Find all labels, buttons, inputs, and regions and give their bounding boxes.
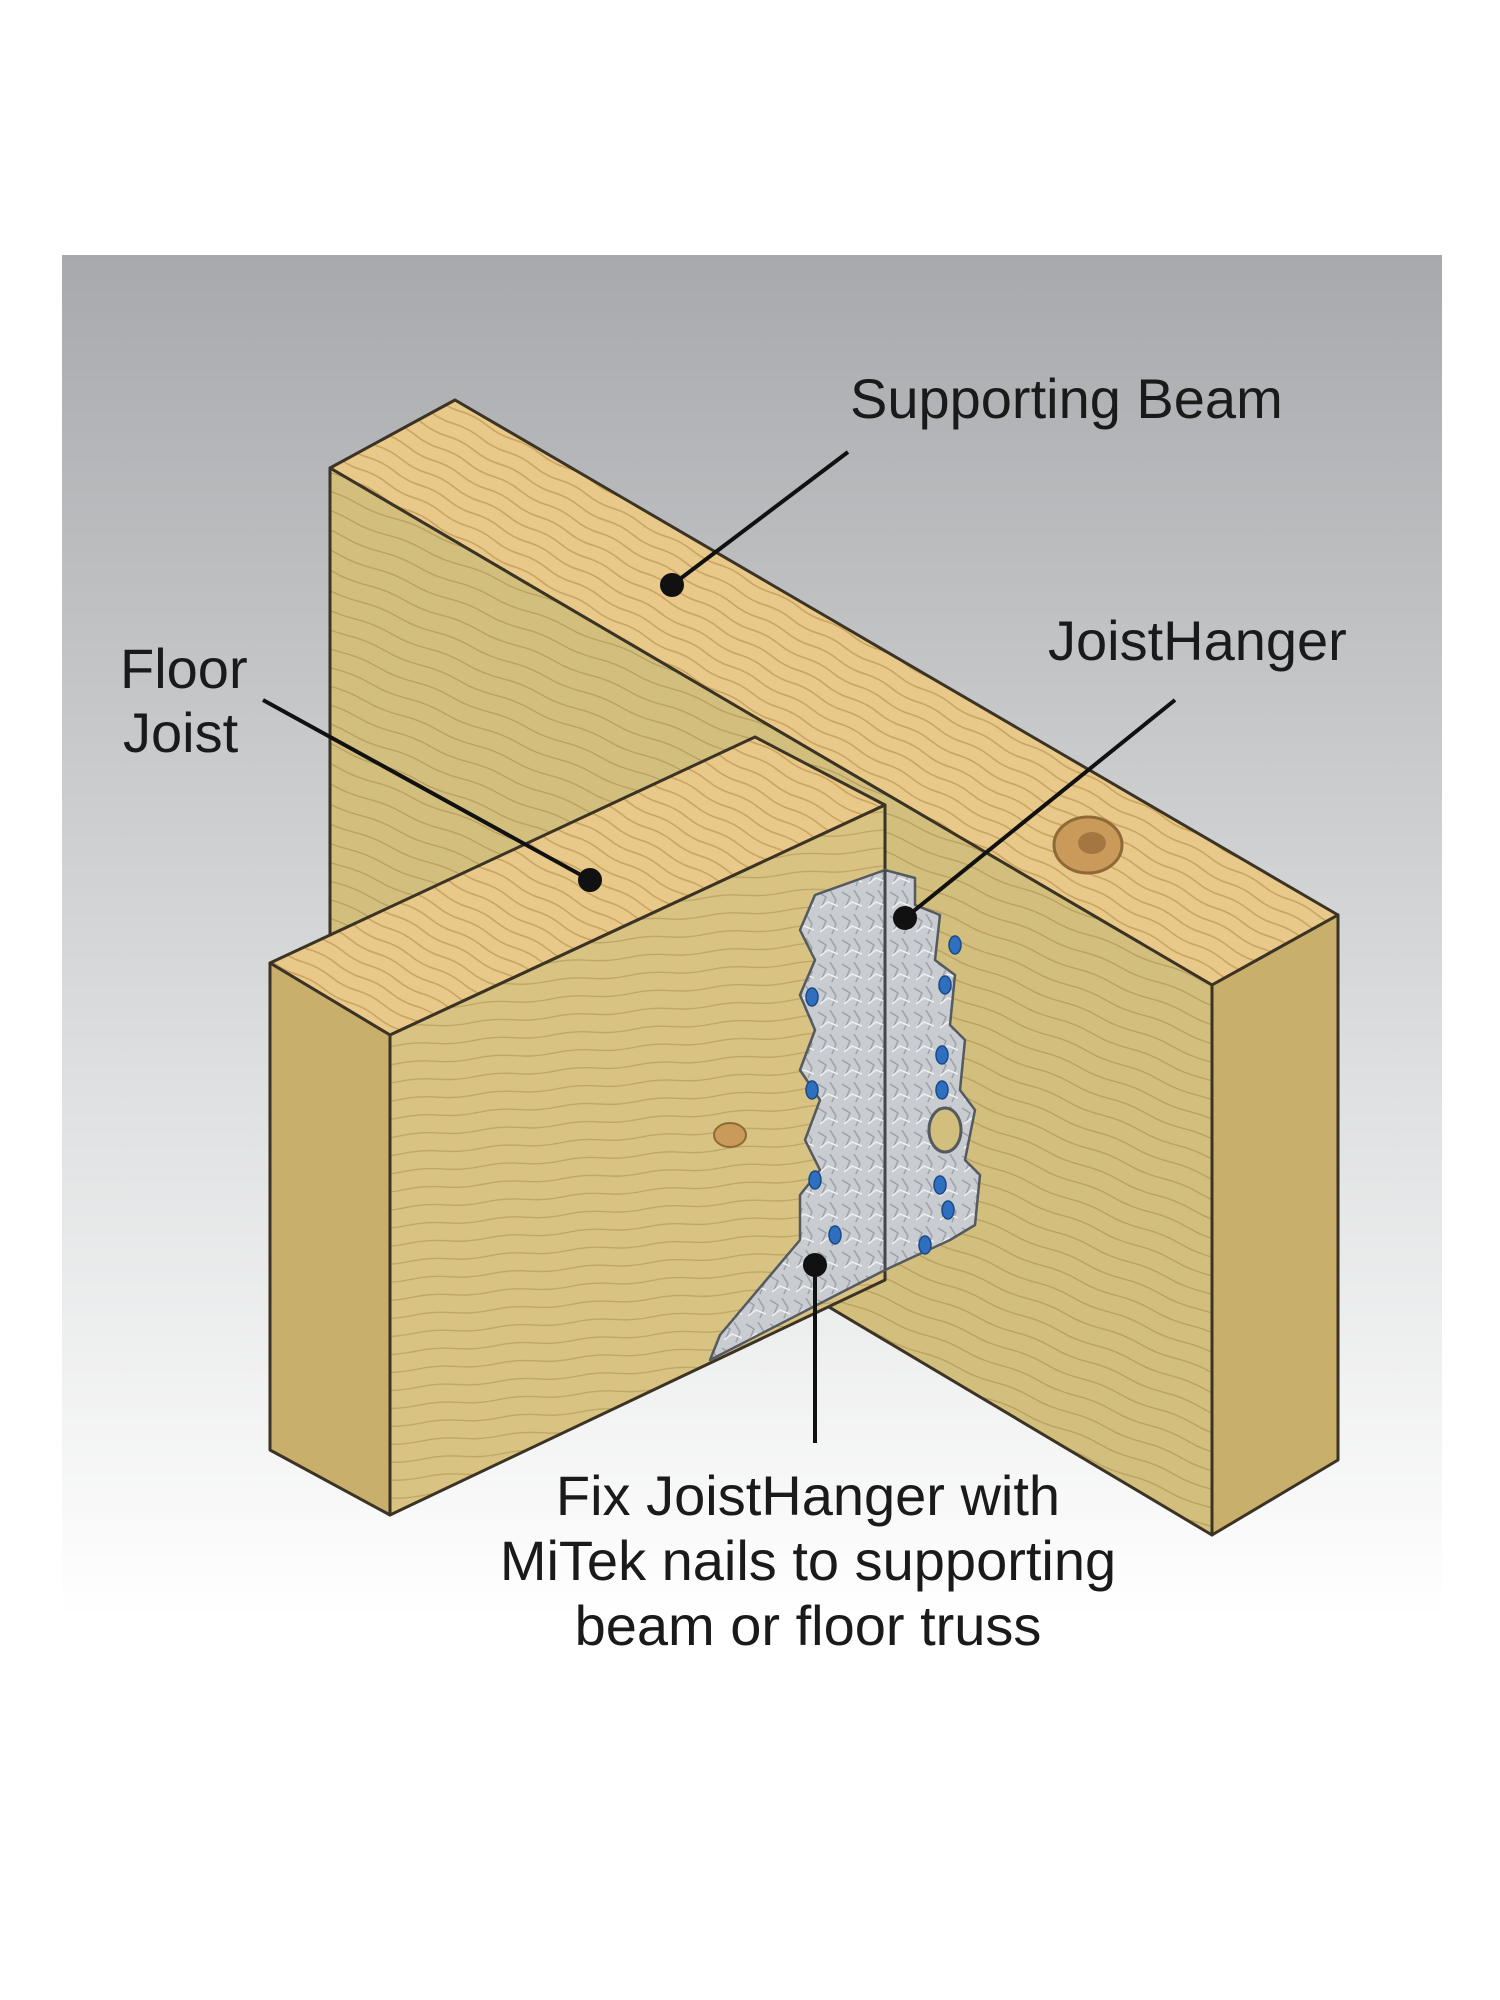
joist-end-face — [268, 961, 392, 1517]
nail-icon — [918, 1235, 932, 1255]
leader-dot-floor-joist — [578, 868, 602, 892]
nail-icon — [948, 935, 962, 955]
floor-joist — [268, 735, 887, 1517]
joist-side-face — [388, 803, 887, 1517]
nail-icon — [935, 1080, 949, 1100]
leader-joist-hanger — [903, 698, 1177, 920]
leader-supporting-beam — [670, 450, 850, 587]
label-supporting-beam: Supporting Beam — [850, 367, 1283, 430]
hanger-face-flange — [883, 868, 982, 1272]
label-floor-joist-line2: Joist — [123, 701, 239, 764]
nail-icon — [935, 1045, 949, 1065]
nail-icon — [938, 975, 952, 995]
nail-icon — [941, 1200, 955, 1220]
label-instruction-line1: Fix JoistHanger with — [556, 1464, 1060, 1527]
nail-group — [805, 935, 962, 1255]
nail-icon — [808, 1170, 822, 1190]
wood-knot-center-icon — [1078, 832, 1106, 854]
leader-floor-joist — [262, 698, 591, 882]
hanger-hole-icon — [927, 1106, 963, 1154]
label-instruction-line3: beam or floor truss — [575, 1594, 1042, 1657]
nail-icon — [933, 1175, 947, 1195]
leader-dot-instruction — [803, 1253, 827, 1277]
leader-dot-joist-hanger — [893, 906, 917, 930]
label-joist-hanger: JoistHanger — [1048, 609, 1347, 672]
nail-icon — [805, 987, 819, 1007]
joist-knot-icon — [713, 1122, 747, 1148]
leader-lines — [262, 450, 1177, 1443]
beam-end-face — [1210, 913, 1340, 1537]
nail-icon — [805, 1080, 819, 1100]
leader-dot-supporting-beam — [660, 573, 684, 597]
label-floor-joist-line1: Floor — [120, 637, 248, 700]
nail-icon — [828, 1225, 842, 1245]
label-instruction-line2: MiTek nails to supporting — [500, 1529, 1116, 1592]
